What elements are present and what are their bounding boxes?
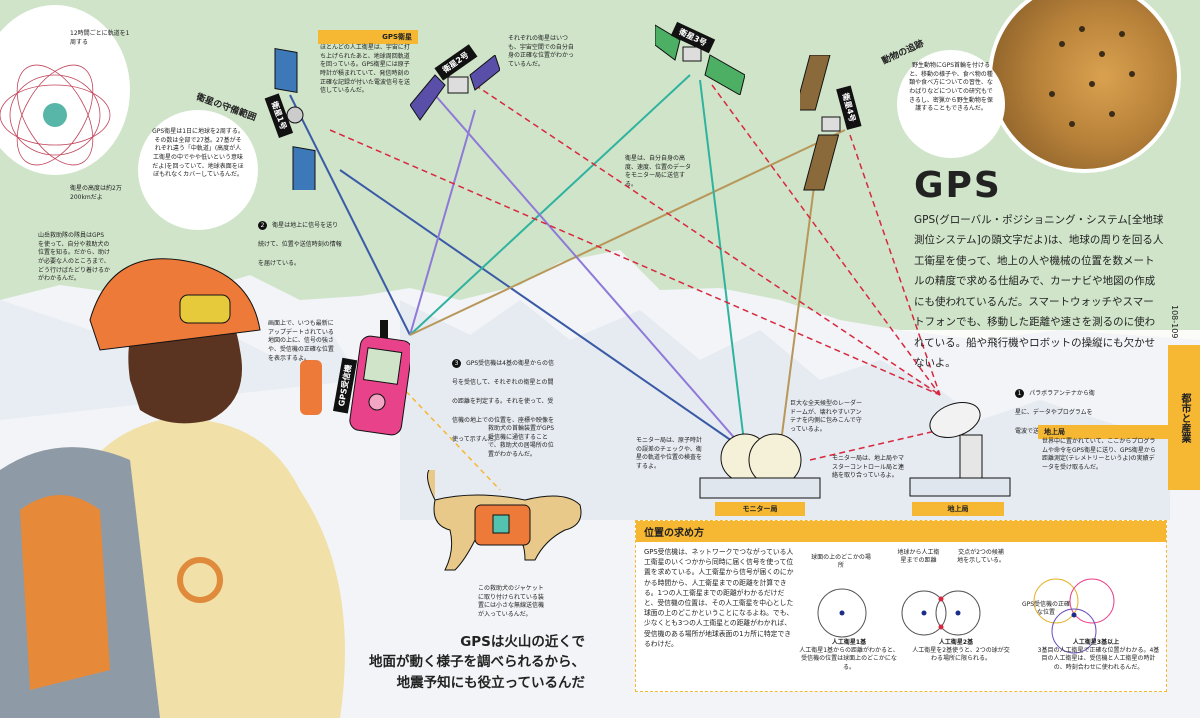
d2-intersection-note: 交点が2つの候補地を示している。 (957, 549, 1005, 565)
position-panel-text: GPS受信機は、ネットワークでつながっている人工衛星のいくつかから同時に届く信号… (644, 548, 794, 648)
rescuer-figure (0, 258, 345, 718)
gps-satellite-text: ほとんどの人工衛星は、宇宙に打ち上げられたあと、地球周回軌道を回っている。GPS… (320, 44, 411, 95)
dome-note: 巨大な全天候型のレーダードームが、壊れやすいアンテナを内側に包みこんで守っている… (790, 400, 863, 434)
signal-note-text: 衛星は地上に信号を送り続けて、位置や送信時刻の情報を届けている。 (258, 222, 342, 267)
ground-station (909, 402, 1011, 497)
step-3-badge: 3 (452, 359, 461, 368)
d1-caption: 人工衛星1基からの距離がわかると、受信機の位置は球面上のどこかになる。 (799, 647, 899, 671)
rescue-dog-note: 山岳救助隊の隊員はGPSを使って、自分や救助犬の位置を知る。だから、助けが必要な… (38, 232, 111, 283)
orbit-diagram (0, 5, 130, 175)
orbit-top-note: 12時間ごとに軌道を1周する (70, 30, 130, 46)
earth-icon (43, 103, 67, 127)
receiver-screen-note: 画面上で、いつも最新にアップデートされている地図の上に、信号の強さや、受信機の正… (268, 320, 334, 362)
rescue-dog (427, 470, 582, 571)
d1-title: 人工衛星1基 (831, 639, 867, 646)
control-note: モニター局は、地上局やマスターコントロール局と連絡を取り合っているよ。 (832, 455, 905, 480)
antenna-note: 1 パラボラアンテナから衛星に、データやプログラムを電波で送る。 (1015, 380, 1095, 437)
page-number: 108-109 (1170, 305, 1179, 339)
ground-station-tag: 地上局 (1038, 425, 1168, 439)
satellite-1 (255, 45, 335, 197)
satellite-3 (654, 15, 746, 96)
d1-top-note: 球面の上のどこかの場所 (811, 554, 871, 570)
cheetah-photo (988, 0, 1181, 173)
bottom-caption-line-1: GPSは火山の近くで (460, 634, 585, 650)
bottom-caption-line-3: 地震予知にも役立っているんだ (396, 674, 585, 691)
monitor-station (699, 433, 821, 499)
satellite-2 (409, 54, 501, 125)
animal-tracking-text: 野生動物にGPS首輪を付けると、移動の様子や、食べ物の種類や食べ方についての習性… (897, 50, 1005, 158)
signal-note: 2 衛星は地上に信号を送り続けて、位置や送信時刻の情報を届けている。 (258, 212, 343, 269)
orbit-circle-text: GPS衛星は1日に地球を2周する。その数は全部で27基。27基がそれぞれ違う「中… (138, 110, 258, 230)
dog-jacket-note: この救助犬のジャケットに取り付けられている装置には小さな無線送信機が入っているん… (478, 585, 545, 619)
ground-station-label: 地上局 (912, 502, 1004, 516)
gps-title: GPS (914, 165, 1002, 206)
step-1-badge: 1 (1015, 389, 1024, 398)
d3-caption: 3基目の人工衛星で正確な位置がわかる。4基目の人工衛星は、受信機と人工衛星の時計… (1037, 647, 1160, 671)
step-2-badge: 2 (258, 221, 267, 230)
each-satellite-note: それぞれの衛星はいつも、宇宙空間での自分自身の正確な位置がわかっているんだ。 (508, 35, 575, 69)
altitude-note: 衛星の高度は約2万200kmだよ (70, 185, 122, 201)
receiver-note: 3 GPS受信機は4基の衛星からの信号を受信して、それぞれの衛星との間の距離を判… (452, 350, 557, 445)
d2-distance-note: 地球から人工衛星までの距離 (897, 549, 940, 565)
trilateration-diagrams (817, 578, 1115, 654)
gps-satellite-tag: GPS衛星 (318, 30, 418, 44)
position-panel: 位置の求め方 GPS受信機は、ネットワークでつながっている人工衛星のいくつかから… (635, 520, 1167, 692)
ground-station-text: 世界中に置かれていて、ここからプログラムや命令をGPS衛星に送り、GPS衛星から… (1042, 438, 1156, 472)
satellite-4 (794, 54, 880, 195)
antenna-note-text: パラボラアンテナから衛星に、データやプログラムを電波で送る。 (1015, 390, 1095, 435)
dog-gps-note: 救助犬の首輪装置がGPS受信機に通信することで、救助犬の居場所の位置がわかるんだ… (488, 425, 555, 459)
d3-title: 人工衛星3基以上 (1072, 639, 1120, 646)
gps-receiver[interactable] (325, 320, 413, 440)
monitor-station-label: モニター局 (715, 502, 805, 516)
d2-title: 人工衛星2基 (938, 639, 974, 646)
receiver-note-text: GPS受信機は4基の衛星からの信号を受信して、それぞれの衛星との間の距離を判定す… (452, 360, 555, 443)
d3-receiver-note: GPS受信機の正確な位置 (1021, 601, 1071, 617)
satellite-data-note: 衛星は、自分自身の高度、速度、位置のデータをモニター局に送信する。 (625, 155, 692, 189)
gps-description: GPS(グローバル・ポジショニング・システム[全地球測位システム]の頭文字だよ)… (914, 214, 1164, 370)
section-tab: 都市と産業 (1168, 345, 1200, 490)
bottom-caption: GPSは火山の近くで 地面が動く様子を調べられるから、 地震予知にも役立っている… (345, 632, 585, 693)
monitor-note: モニター局は、原子時計の誤差のチェックや、衛星の軌道や位置の検査をするよ。 (636, 437, 703, 471)
d2-caption: 人工衛星を2基使うと、2つの球が交わる場所に限られる。 (912, 647, 1010, 663)
bottom-caption-line-2: 地面が動く様子を調べられるから、 (369, 654, 585, 671)
position-panel-title: 位置の求め方 (636, 521, 1166, 542)
